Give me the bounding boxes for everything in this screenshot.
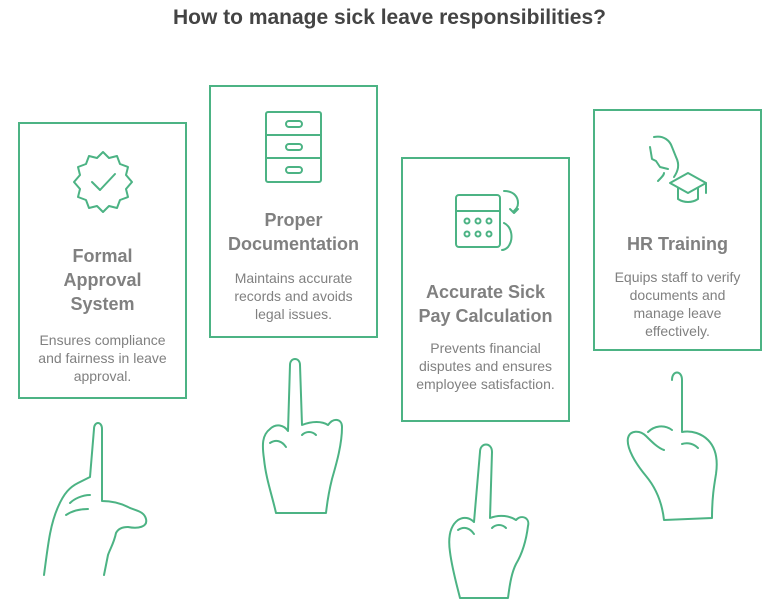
- card-description: Ensures compliance and fairness in leave…: [38, 332, 167, 384]
- card-hr-training: HR Training Equips staff to verify docum…: [593, 109, 762, 351]
- page-title: How to manage sick leave responsibilitie…: [173, 6, 606, 29]
- approval-badge-icon: [20, 146, 185, 222]
- card-formal-approval: Formal Approval System Ensures complianc…: [18, 122, 187, 399]
- card-title: Formal Approval System: [63, 246, 142, 314]
- card-title: Proper Documentation: [227, 210, 359, 254]
- card-description: Equips staff to verify documents and man…: [614, 269, 741, 339]
- card-description: Maintains accurate records and avoids le…: [234, 270, 353, 322]
- card-title: Accurate Sick Pay Calculation: [418, 282, 553, 326]
- training-icon: [595, 133, 760, 209]
- pointing-hand-icon: [43, 422, 148, 576]
- calculator-icon: [403, 181, 568, 257]
- file-cabinet-icon: [211, 109, 376, 185]
- card-accurate-sick-pay: Accurate Sick Pay Calculation Prevents f…: [401, 157, 570, 422]
- pointing-hand-icon: [261, 358, 343, 514]
- card-proper-documentation: Proper Documentation Maintains accurate …: [209, 85, 378, 338]
- pointing-hand-icon: [448, 443, 530, 599]
- card-description: Prevents financial disputes and ensures …: [416, 340, 555, 392]
- pointing-hand-icon: [626, 371, 718, 521]
- card-title: HR Training: [626, 234, 728, 254]
